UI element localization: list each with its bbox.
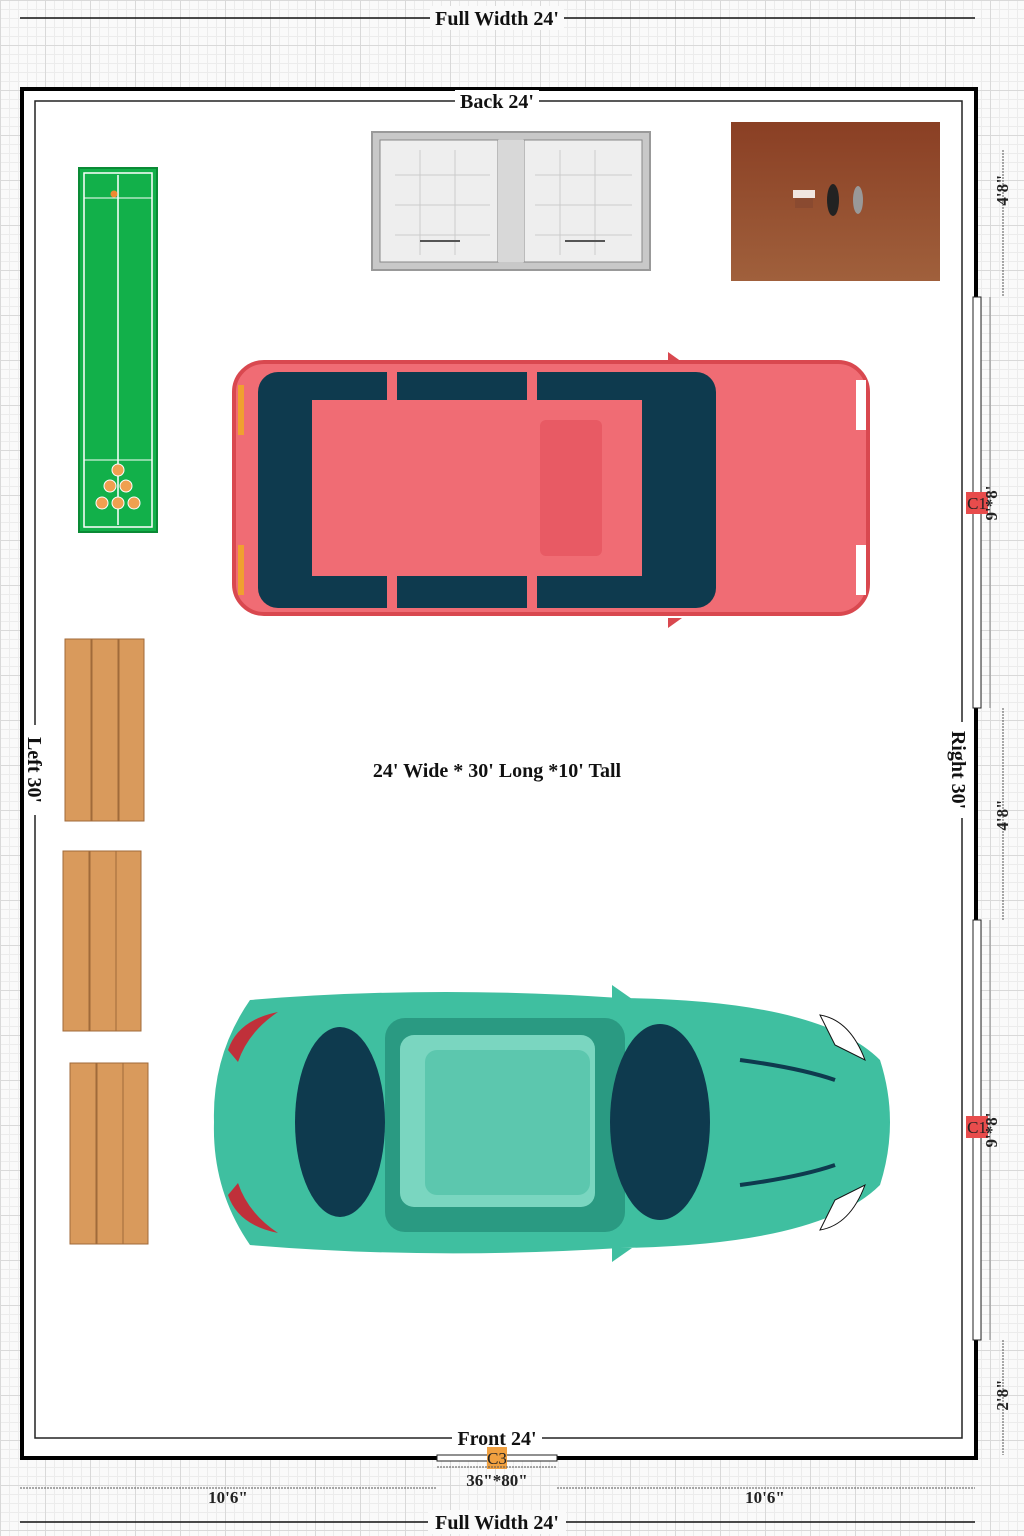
wood-pallet[interactable] xyxy=(69,1062,149,1245)
bottom-left-dimension: 10'6" xyxy=(208,1488,248,1507)
window-2[interactable]: C1 xyxy=(966,919,988,1341)
window-2-tag: C1 xyxy=(967,1118,987,1137)
wood-pallet[interactable] xyxy=(62,850,142,1032)
dimension-label: 2'8" xyxy=(993,1379,1012,1410)
bottom-dimensions: 10'6" 10'6" Full Width 24' xyxy=(20,1487,975,1534)
left-wall-label: Left 30' xyxy=(23,737,45,803)
front-wall-label: Front 24' xyxy=(457,1428,536,1450)
dimension-label: 4'8" xyxy=(993,799,1012,830)
window-1[interactable]: C1 xyxy=(966,296,988,709)
full-width-top-dimension: Full Width 24' xyxy=(20,6,975,30)
wood-pallet[interactable] xyxy=(64,638,145,822)
double-sink[interactable] xyxy=(371,131,651,271)
dimension-label: 9'*8' xyxy=(982,1113,1001,1148)
window-1-tag: C1 xyxy=(967,494,987,513)
dimension-label: 9'*8' xyxy=(982,486,1001,521)
bar-cabinet[interactable] xyxy=(731,122,940,281)
bottle-icon xyxy=(853,186,863,214)
full-width-top-label: Full Width 24' xyxy=(435,8,559,30)
door[interactable]: C3 36"*80" xyxy=(436,1447,558,1490)
red-suv[interactable] xyxy=(232,352,870,628)
garage-dimensions-label: 24' Wide * 30' Long *10' Tall xyxy=(373,760,622,782)
dimension-label: 4'8" xyxy=(993,174,1012,205)
teal-sports-car[interactable] xyxy=(213,985,890,1262)
door-tag: C3 xyxy=(487,1449,507,1468)
right-dimensions: 4'8" 9'*8' 4'8" 9'*8' 2'8" xyxy=(982,150,1012,1455)
full-width-bottom-label: Full Width 24' xyxy=(435,1512,559,1534)
right-wall-label: Right 30' xyxy=(947,731,969,809)
door-size-label: 36"*80" xyxy=(466,1471,527,1490)
bottle-icon xyxy=(827,184,839,216)
back-wall-label: Back 24' xyxy=(460,91,534,113)
cake-icon xyxy=(793,190,815,198)
bottom-right-dimension: 10'6" xyxy=(745,1488,785,1507)
shuffleboard-table[interactable] xyxy=(78,167,158,533)
